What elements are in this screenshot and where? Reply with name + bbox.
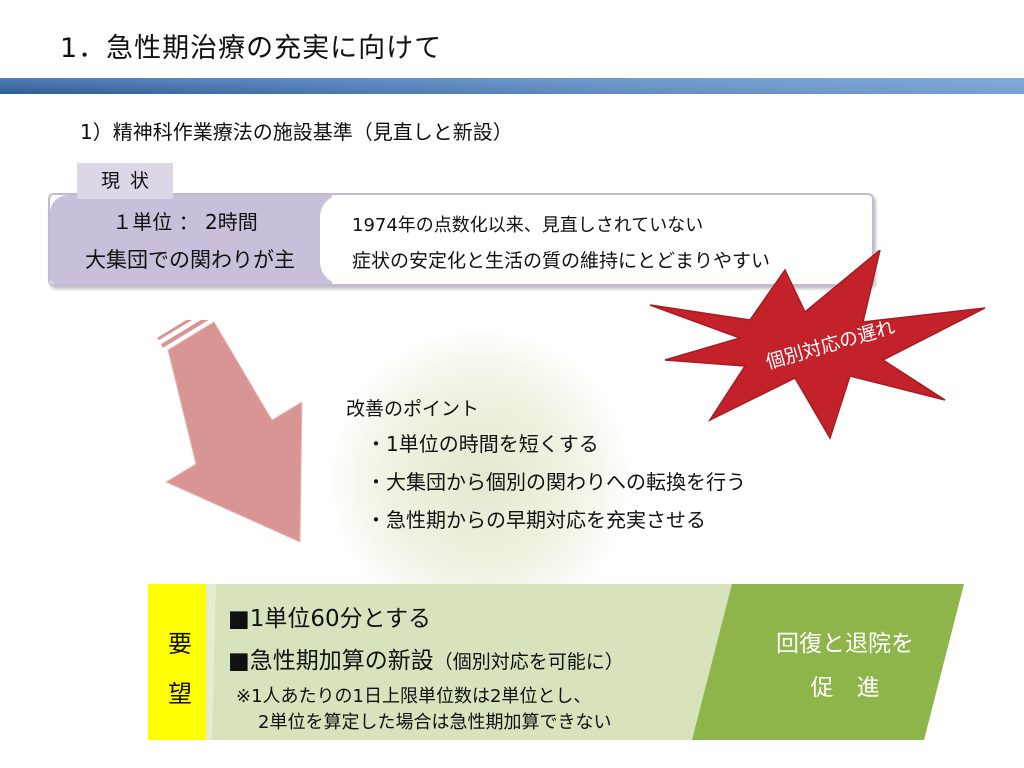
current-state-left-panel (50, 195, 332, 284)
current-state-unit-time: １単位 ： 2時間 (112, 210, 258, 234)
current-state-issue-2: 症状の安定化と生活の質の維持にとどまりやすい (352, 250, 771, 272)
request-item-acute-addition-note: （個別対応を可能に） (433, 651, 624, 673)
starburst-icon (649, 250, 986, 440)
request-label-top: 要 (168, 630, 192, 658)
current-state-tab: 現状 (77, 163, 173, 199)
current-state-group-focus: 大集団での関わりが主 (85, 248, 295, 272)
result-line-2: 促 進 (810, 675, 880, 701)
request-label-bottom: 望 (168, 680, 192, 708)
request-item-unit-60min: ■1単位60分とする (228, 606, 431, 632)
improvement-item: ・大集団から個別の関わりへの転換を行う (366, 470, 746, 494)
request-band (148, 584, 964, 740)
current-state-issue-1: 1974年の点数化以来、見直しされていない (352, 215, 704, 236)
header-band-highlight (0, 78, 1024, 94)
request-item-acute-addition: ■急性期加算の新設（個別対応を可能に） (228, 641, 624, 675)
request-item-acute-addition-main: ■急性期加算の新設 (228, 648, 434, 674)
result-line-1: 回復と退院を (776, 631, 914, 657)
request-note-line-2: 2単位を算定した場合は急性期加算できない (258, 712, 612, 733)
improvement-heading: 改善のポイント (346, 398, 480, 420)
down-right-arrow-icon (157, 320, 303, 543)
current-state-divider (320, 195, 344, 284)
page-title: 1．急性期治療の充実に向けて (60, 33, 443, 64)
improvement-item: ・急性期からの早期対応を充実させる (366, 508, 706, 532)
improvement-glow (330, 330, 630, 630)
request-note-line-1: ※1人あたりの1日上限単位数は2単位とし、 (236, 686, 592, 707)
section-subtitle: 1）精神科作業療法の施設基準（見直しと新設） (80, 120, 513, 144)
improvement-item: ・1単位の時間を短くする (366, 432, 599, 456)
